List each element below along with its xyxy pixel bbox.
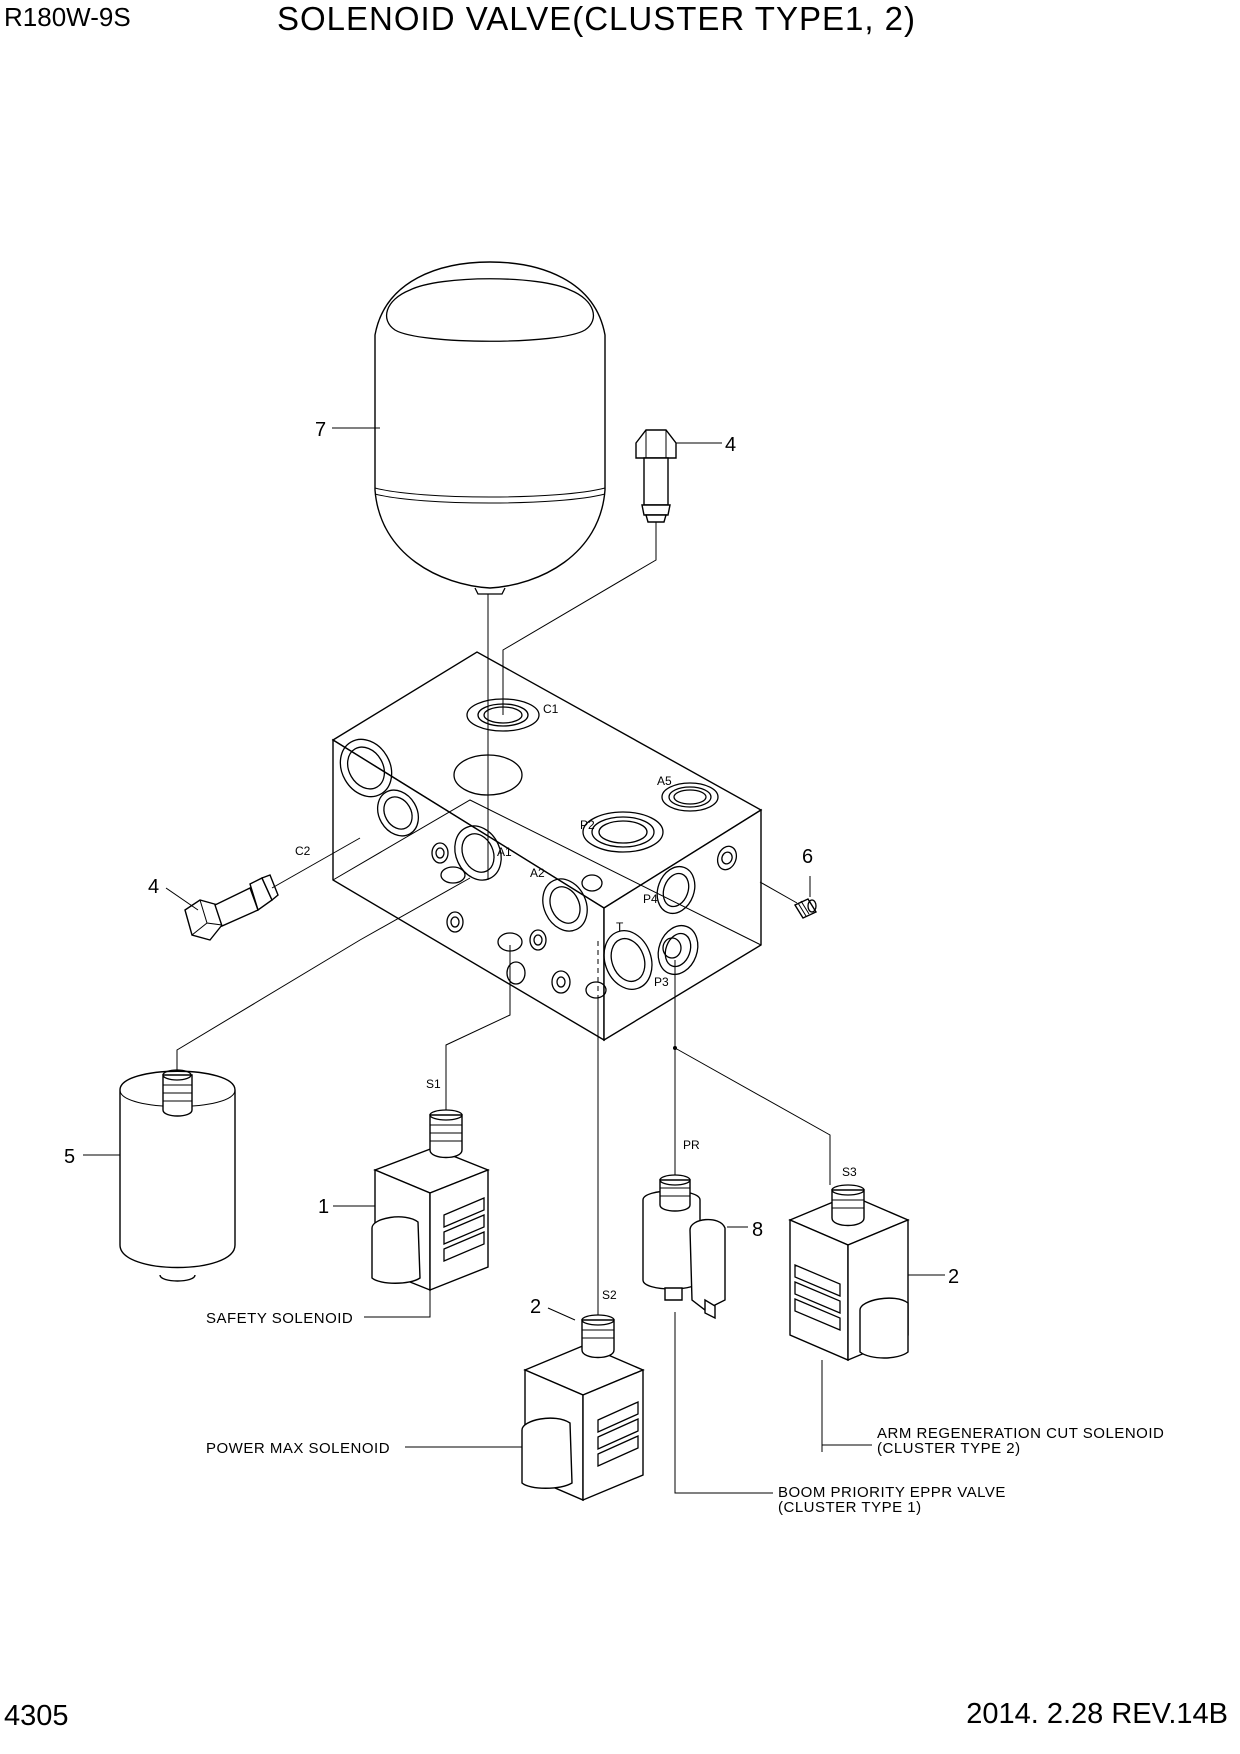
valve-block <box>331 651 763 1042</box>
filter-cartridge <box>119 1069 236 1282</box>
port-label-p2: P2 <box>580 818 595 832</box>
page-number: 4305 <box>4 1700 69 1732</box>
label-boom-priority-line1: BOOM PRIORITY EPPR VALVE <box>778 1484 1006 1501</box>
port-label-pr: PR <box>683 1138 700 1152</box>
plug-small <box>793 898 818 919</box>
port-label-c2: C2 <box>295 844 311 858</box>
callout-2-right: 2 <box>948 1266 959 1288</box>
accumulator <box>374 261 606 595</box>
solenoid-s3 <box>788 1184 910 1362</box>
port-label-a1: A1 <box>497 845 512 859</box>
callout-6: 6 <box>802 846 813 868</box>
revision-date: 2014. 2.28 REV.14B <box>966 1698 1228 1730</box>
callout-2-center: 2 <box>530 1296 541 1318</box>
port-label-s1: S1 <box>426 1077 441 1091</box>
port-label-s2: S2 <box>602 1288 617 1302</box>
page-title: SOLENOID VALVE(CLUSTER TYPE1, 2) <box>277 0 917 37</box>
port-label-c1: C1 <box>543 702 559 716</box>
label-boom-priority-line2: (CLUSTER TYPE 1) <box>778 1499 922 1516</box>
label-arm-regeneration-line1: ARM REGENERATION CUT SOLENOID <box>877 1425 1164 1442</box>
assembly-lines <box>83 427 945 1494</box>
eppr-valve <box>642 1174 726 1320</box>
callout-7: 7 <box>315 419 326 441</box>
port-label-p3: P3 <box>654 975 669 989</box>
callout-4-top: 4 <box>725 434 736 456</box>
port-label-a2: A2 <box>530 866 545 880</box>
model-code: R180W-9S <box>4 2 131 32</box>
port-label-s3: S3 <box>842 1165 857 1179</box>
callout-1: 1 <box>318 1196 329 1218</box>
label-power-max-solenoid: POWER MAX SOLENOID <box>206 1440 390 1457</box>
port-label-p4: P4 <box>643 892 658 906</box>
callout-5: 5 <box>64 1146 75 1168</box>
solenoid-s2 <box>521 1314 645 1502</box>
label-safety-solenoid: SAFETY SOLENOID <box>206 1310 353 1327</box>
callout-8: 8 <box>752 1219 763 1241</box>
plug-left <box>184 874 279 941</box>
plug-top <box>635 429 677 523</box>
solenoid-s1 <box>371 1109 490 1292</box>
label-arm-regeneration-line2: (CLUSTER TYPE 2) <box>877 1440 1021 1457</box>
port-label-a5: A5 <box>657 774 672 788</box>
port-label-t: T <box>616 920 624 934</box>
callout-4-left: 4 <box>148 876 159 898</box>
